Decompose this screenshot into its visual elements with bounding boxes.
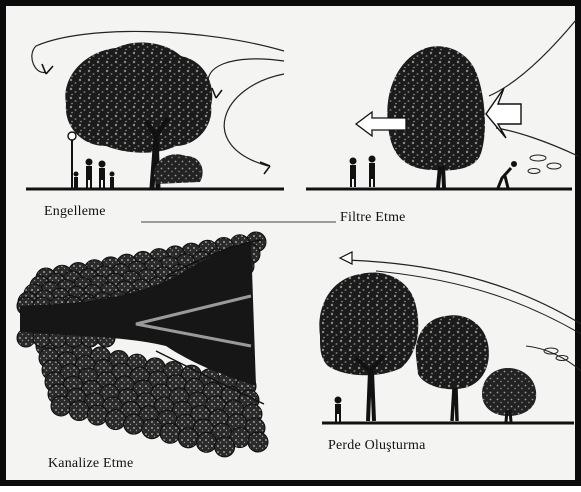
tree-crown (142, 419, 162, 439)
person-icon (335, 397, 342, 423)
tree-crown (87, 405, 107, 425)
tree-crown (106, 410, 126, 430)
wind-arrow-icon (340, 252, 352, 264)
tree-canopy (416, 315, 489, 389)
lamp-icon (68, 132, 76, 140)
tree-canopy (482, 368, 536, 416)
wind-flow-line (489, 20, 576, 96)
shrub (154, 154, 203, 184)
tree-crown (124, 414, 144, 434)
panel-filtering (306, 20, 578, 189)
tree-crown (178, 428, 198, 448)
bent-person-icon (498, 161, 517, 188)
wind-flow-arrow-icon (212, 88, 222, 98)
tree-canopy (319, 273, 418, 376)
wind-flow-line (224, 74, 284, 166)
caption-blocking: Engelleme (44, 204, 106, 220)
wind-flow-line (526, 346, 581, 371)
dust-swirl-icon (528, 155, 561, 174)
wind-flow-line (496, 128, 578, 156)
caption-channeling: Kanalize Etme (48, 456, 133, 472)
panel-blocking (26, 31, 284, 189)
tree-crown (196, 432, 216, 452)
panel-channeling (17, 232, 268, 457)
tree-crown (215, 437, 235, 457)
tree-canopy (65, 42, 212, 152)
tree-trunk (438, 166, 444, 188)
tree-canopy (387, 46, 485, 170)
tree-trunk (452, 388, 457, 421)
tree-crown (69, 401, 89, 421)
tree-crown (248, 432, 268, 452)
windbreak-diagram (6, 6, 581, 492)
tree-crown (51, 396, 71, 416)
tree-crown (160, 423, 180, 443)
people-icon (350, 156, 376, 188)
caption-screening: Perde Oluşturma (328, 438, 425, 454)
caption-filtering: Filtre Etme (340, 210, 406, 226)
panel-screening (319, 252, 581, 423)
people-icon (74, 159, 115, 189)
